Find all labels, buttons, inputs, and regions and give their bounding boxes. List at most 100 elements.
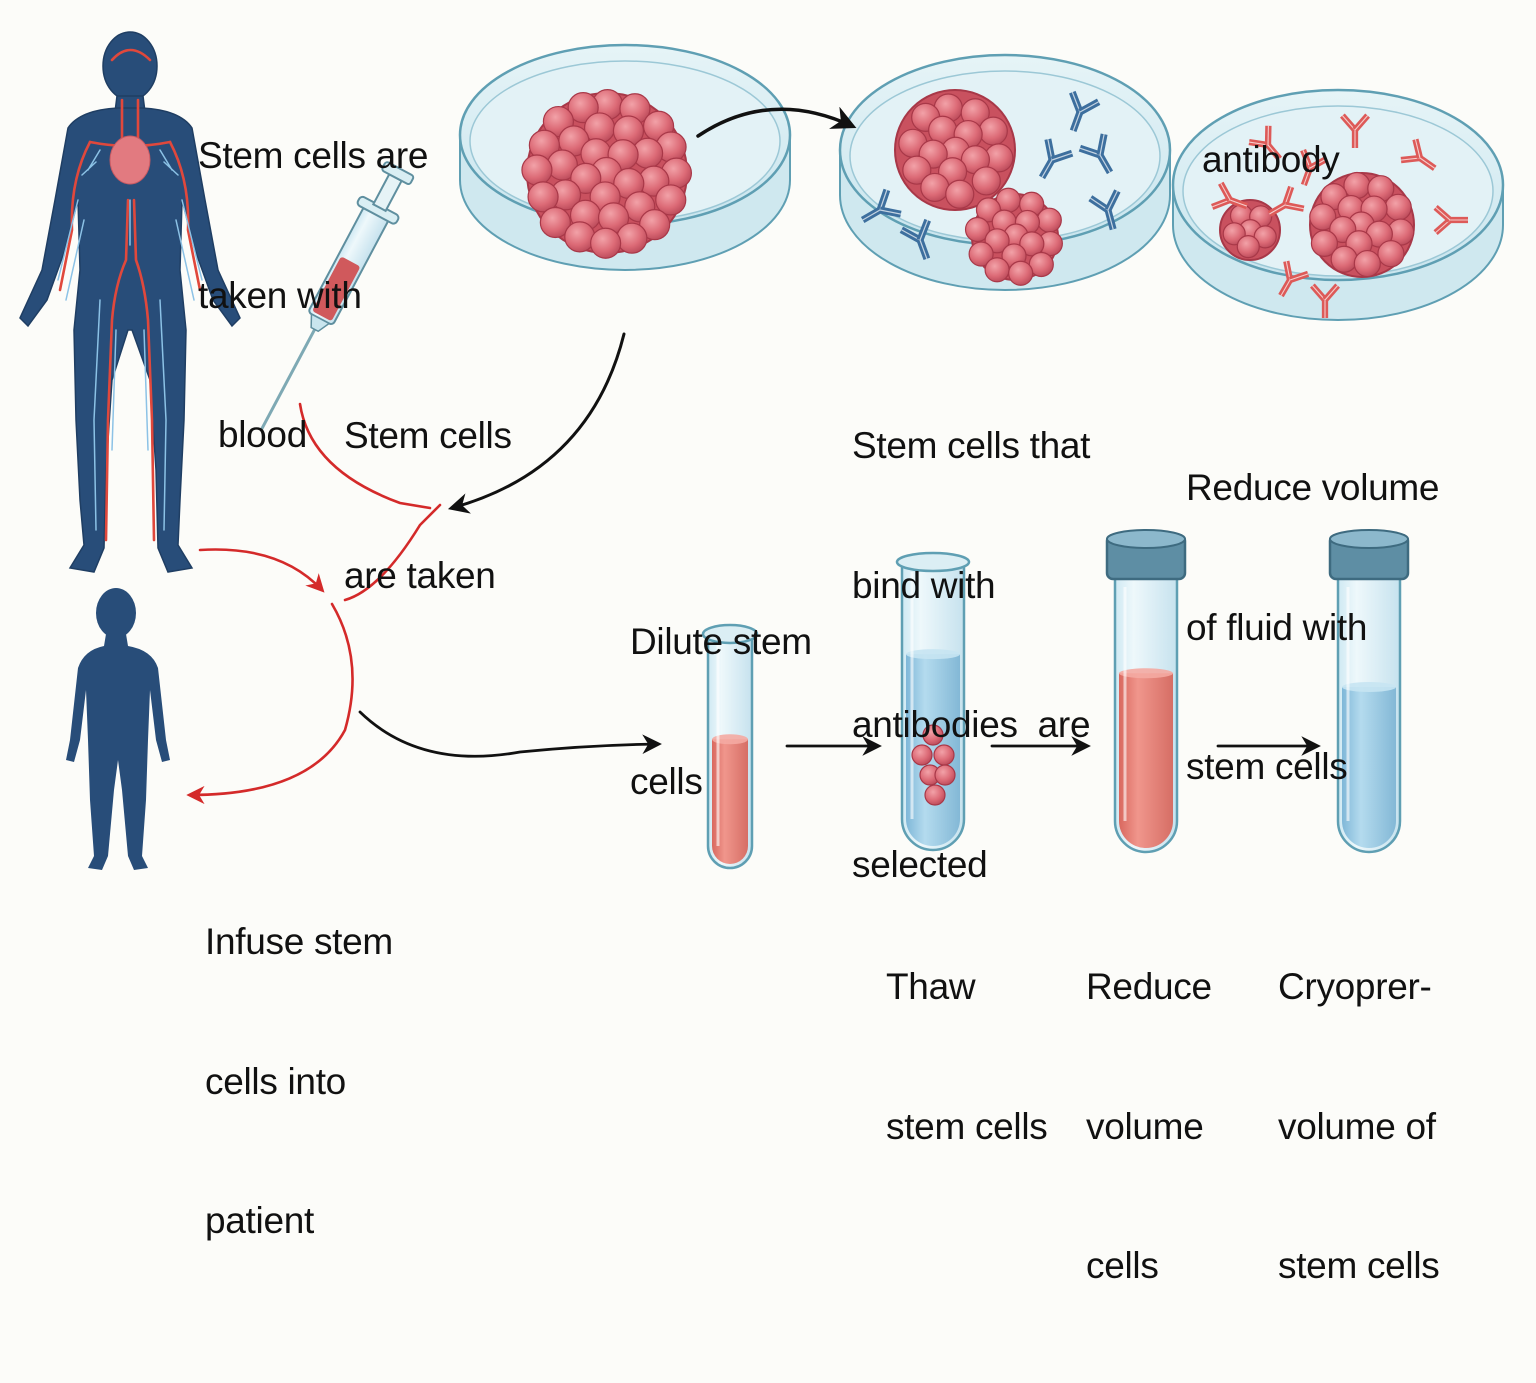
- stem-cell: [1310, 229, 1339, 257]
- antibody-icon: [1300, 149, 1329, 186]
- stem-cell: [616, 222, 648, 254]
- label-line: Reduce volume: [1186, 467, 1440, 508]
- stem-cell: [521, 154, 553, 186]
- label-line: cells: [630, 760, 703, 802]
- stem-cell-cluster: [894, 89, 1016, 211]
- label-cryo: Cryoprer- volume of stem cells: [1278, 871, 1440, 1383]
- label-infuse: Infuse stem cells into patient: [205, 826, 393, 1338]
- label-antibody: antibody: [1202, 44, 1340, 277]
- label-line: Stem cells: [344, 415, 512, 456]
- stem-cell: [945, 179, 975, 209]
- antibody-icon: [1340, 113, 1370, 149]
- antibody-icon: [1278, 260, 1310, 298]
- label-line: cells: [1086, 1245, 1159, 1286]
- petri-dish-3: [1171, 88, 1505, 321]
- label-line: of fluid with: [1186, 606, 1368, 648]
- stem-cell: [984, 257, 1010, 283]
- antibody-icon: [1078, 133, 1114, 175]
- stem-cell-cluster: [1309, 171, 1415, 278]
- antibody-icon: [860, 188, 902, 224]
- capped-tube-cryo: [1328, 529, 1410, 854]
- stem-cell-cluster: [1219, 199, 1281, 261]
- label-line: antibodies are: [852, 704, 1091, 745]
- label-line: stem cells: [1278, 1245, 1440, 1286]
- label-line: are taken: [344, 554, 496, 596]
- petri-dish-1: [458, 43, 792, 271]
- tube-liquid: [1119, 673, 1173, 848]
- test-tube-dilute: [701, 623, 759, 870]
- label-reduce-fluid: Reduce volume of fluid with stem cells: [1186, 372, 1439, 884]
- label-donor: Stem cells are taken with blood: [198, 40, 429, 552]
- tube-liquid: [1342, 687, 1396, 848]
- test-tube-thaw: [895, 551, 971, 852]
- arrow-dish1-to-dish2: [696, 106, 857, 138]
- stem-cell: [1343, 171, 1371, 200]
- stem-cell: [1353, 249, 1381, 278]
- label-line: Stem cells are: [198, 135, 429, 176]
- label-line: stem cells: [1186, 746, 1348, 787]
- label-line: Cryoprer-: [1278, 966, 1432, 1007]
- diagram-artwork: [19, 31, 1505, 870]
- stem-cell: [922, 724, 944, 746]
- label-line: Stem cells that: [852, 425, 1091, 466]
- antibody-icon: [1267, 185, 1305, 217]
- patient-figure: [66, 588, 170, 870]
- stem-cell: [964, 216, 991, 243]
- antibody-icon: [1310, 283, 1340, 319]
- arrow-loop-to-dilute: [358, 710, 662, 758]
- liquid-surface: [1119, 668, 1173, 679]
- label-line: volume of: [1278, 1105, 1436, 1147]
- antibody-icon: [1400, 138, 1437, 171]
- stem-cell-cluster: [521, 88, 693, 259]
- stem-cell: [527, 181, 559, 213]
- arrow-syringe-to-junction: [298, 402, 432, 510]
- stem-cell: [564, 221, 596, 253]
- arteries: [58, 48, 202, 542]
- label-line: bind with: [852, 564, 996, 606]
- tube-liquid: [712, 739, 748, 864]
- liquid-surface: [906, 649, 960, 660]
- antibody-icon: [1433, 205, 1469, 235]
- tube-liquid: [906, 654, 960, 846]
- stem-cell-cluster: [964, 187, 1063, 286]
- label-line: Dilute stem: [630, 621, 812, 662]
- label-line: cells into: [205, 1060, 346, 1102]
- label-line: stem cells: [886, 1105, 1048, 1147]
- antibody-icon: [1038, 138, 1074, 180]
- stem-cell: [934, 764, 956, 786]
- stem-cell-process-diagram: Stem cells are taken with blood Stem cel…: [19, 31, 1505, 1286]
- stem-cell: [902, 155, 932, 185]
- antibody-icon: [1248, 125, 1282, 161]
- label-line: Infuse stem: [205, 921, 393, 962]
- stem-cell: [971, 166, 1001, 196]
- antibody-icon: [1211, 181, 1248, 210]
- stem-cell: [968, 241, 994, 267]
- arrow-dish1-down-to-junction: [447, 332, 626, 514]
- label-line: Thaw: [886, 966, 976, 1007]
- arrow-loop-up: [343, 503, 442, 602]
- tube-rim: [895, 551, 971, 573]
- stem-cell: [1019, 231, 1045, 257]
- liquid-surface: [1342, 682, 1396, 692]
- label-line: taken with: [198, 274, 362, 316]
- antibody-icon: [1069, 90, 1101, 132]
- arrow-donor-to-loop: [198, 548, 325, 593]
- stem-cell: [1384, 193, 1412, 221]
- label-line: patient: [205, 1200, 314, 1241]
- stem-cell: [1036, 207, 1062, 233]
- label-line: Reduce: [1086, 966, 1212, 1007]
- antibody-icon: [1088, 189, 1121, 231]
- stem-cell: [1236, 235, 1260, 259]
- label-select: Stem cells that bind with antibodies are…: [852, 330, 1091, 981]
- arrow-loop-to-patient: [186, 602, 354, 805]
- label-line: antibody: [1202, 139, 1340, 180]
- label-thaw: Thaw stem cells: [886, 871, 1048, 1243]
- antibody-icon: [899, 218, 931, 260]
- stem-cell: [1008, 260, 1034, 286]
- stem-cell: [590, 227, 622, 259]
- stem-cell: [911, 744, 933, 766]
- flow-arrows: [186, 106, 1321, 805]
- stem-cell: [1377, 240, 1405, 268]
- syringe-icon: [260, 161, 415, 430]
- tube-rim: [701, 623, 759, 645]
